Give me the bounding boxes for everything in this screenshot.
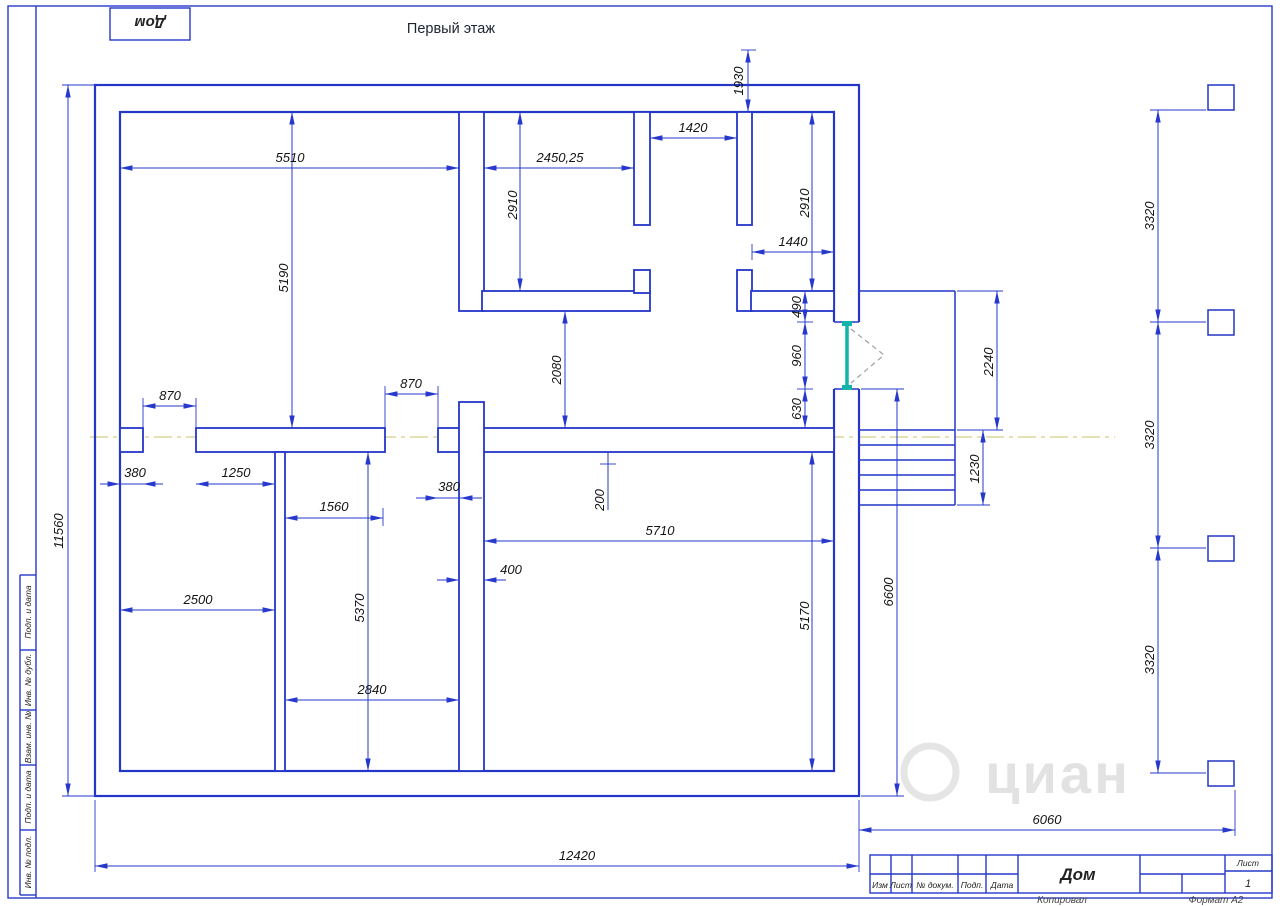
dim-door-960: 960 [789,344,804,366]
dim-room5-height: 5370 [352,593,367,623]
wall-corridor-right [736,111,753,226]
stamp-cell-label: Инв. № подл. [23,836,33,889]
pillar [1207,309,1235,336]
dim-col-3320-a: 3320 [1142,201,1157,231]
tb-header-data: Дата [990,880,1014,890]
left-stamp-column: Подп. и дата Инв. № дубл. Взам. инв. № П… [19,574,36,896]
sheet-frame: Дом Подп. и дата Инв. № дубл. Взам. инв.… [7,5,1273,899]
dim-room6-height: 5170 [797,601,812,631]
pillar [1207,535,1235,562]
dim-pier-1560: 1560 [320,499,350,514]
stamp-cell-label: Подп. и дата [23,585,33,638]
dim-door-870-mid: 870 [400,376,422,391]
wall-hall-top [750,290,835,312]
dim-top-1930: 1930 [731,66,746,96]
dim-right-6600: 6600 [881,577,896,607]
dim-room3-height: 2910 [797,188,812,219]
wall-vertical-a [458,111,485,312]
watermark: циан [900,742,1131,805]
wall-mid-left [119,427,144,453]
tb-header-doc: № докум. [916,880,953,890]
dim-wall-400: 400 [500,562,522,577]
dim-room2-height: 2910 [505,190,520,221]
dim-room5-width: 2840 [357,682,388,697]
dim-col-3320-c: 3320 [1142,645,1157,675]
corner-stamp-text: Дом [134,14,167,31]
door-jamb-bottom [842,385,852,390]
tb-copied-label: Копировал [1037,895,1087,906]
plan-title: Первый этаж [407,21,495,37]
wall-corridor-stub [736,269,753,312]
stamp-cell-label: Подп. и дата [23,770,33,823]
title-block: Изм Лист № докум. Подп. Дата Дом Лист 1 … [869,854,1273,906]
tb-sheet-label: Лист [1236,858,1259,868]
stamp-cell-label: Взам. инв. № [23,711,33,764]
dimension-texts: 5510 2450,25 1420 1440 1930 2910 2910 49… [51,66,1157,863]
dim-hall-height: 2080 [549,355,564,386]
dim-room1-height: 5190 [276,263,291,293]
dim-col-3320-b: 3320 [1142,420,1157,450]
wall-notch [633,269,651,294]
tb-doc-name: Дом [1058,865,1096,884]
wall-mid-right [437,427,835,453]
watermark-text: циан [985,742,1131,805]
dim-room6-width: 5710 [646,523,676,538]
dim-steps-height: 1230 [967,454,982,484]
dim-room3-width: 1440 [779,234,809,249]
tb-header-izm: Изм [872,880,888,890]
wall-vertical-e [274,451,286,772]
dim-step-200: 200 [592,488,607,511]
wall-corridor-left [633,111,651,226]
pillars [1207,84,1235,787]
dim-room2-width: 2450,25 [536,150,585,165]
dim-door-870-left: 870 [159,388,181,403]
dim-pier-1250: 1250 [222,465,252,480]
wall-midroom-bottom [481,290,651,312]
dim-room1-width: 5510 [276,150,306,165]
door-jamb-top [842,321,852,326]
dim-pier-630: 630 [789,397,804,419]
dim-room4-width: 2500 [183,592,214,607]
dim-total-width: 12420 [559,848,596,863]
dim-corridor-width: 1420 [679,120,709,135]
stamp-cell-label: Инв. № дубл. [23,654,33,706]
dim-pier-380-right: 380 [438,479,460,494]
dim-total-height: 11560 [51,513,66,549]
porch-steps [859,290,956,506]
wall-vertical-d [458,401,485,772]
tb-sheet-number: 1 [1245,878,1251,890]
watermark-circle-icon [900,742,960,802]
interior-walls [119,111,835,772]
dimension-lines [65,50,1235,869]
dim-pier-490: 490 [789,295,804,317]
tb-header-podp: Подп. [961,880,984,890]
dim-porch-height: 2240 [981,347,996,378]
pillar [1207,760,1235,787]
entry-door [842,321,885,390]
pillar [1207,84,1235,111]
dim-pier-380-left: 380 [124,465,146,480]
dim-bottom-6060: 6060 [1033,812,1063,827]
tb-header-list: Лист [889,880,912,890]
tb-format-label: Формат А2 [1189,895,1244,906]
wall-mid-center [195,427,386,453]
corner-stamp-box [109,7,191,41]
